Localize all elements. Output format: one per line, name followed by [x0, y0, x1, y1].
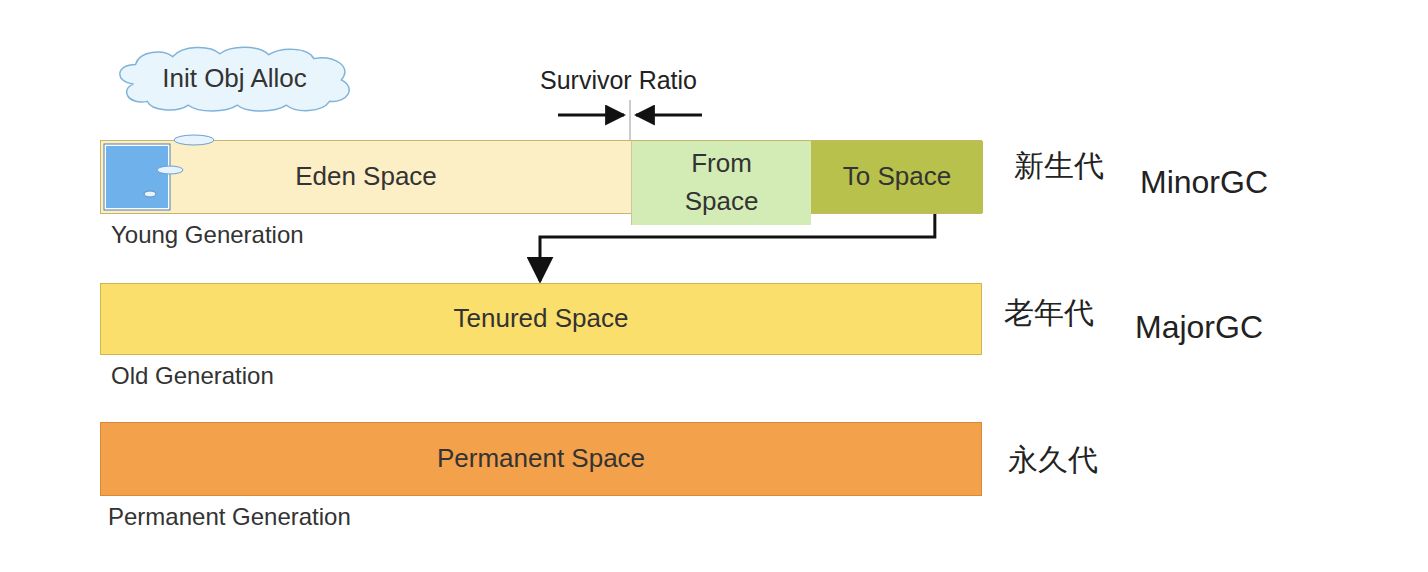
text-holder: Permanent Space — [101, 423, 981, 495]
eden-space: Eden Space — [101, 141, 631, 213]
text-holder: From Space — [632, 141, 811, 225]
space-label: Eden Space — [295, 158, 437, 196]
ratio-arrow — [558, 114, 624, 117]
ratio-tick — [630, 100, 631, 140]
text-holder: Init Obj Alloc — [112, 45, 357, 113]
text-holder: Eden Space — [101, 141, 631, 213]
generation-heading: Permanent Generation — [108, 503, 351, 531]
to-space: To Space — [811, 141, 983, 213]
tenured-space: Tenured SpaceOld Generation — [100, 283, 982, 355]
callout-cloud: Init Obj Alloc — [112, 45, 357, 113]
text-holder: Tenured Space — [101, 284, 981, 354]
space-label: To Space — [843, 158, 951, 196]
bubble — [144, 191, 156, 197]
generation-heading: Old Generation — [111, 362, 274, 390]
generation-name: 永久代 — [1008, 440, 1098, 481]
space-label: Permanent Space — [437, 440, 645, 478]
text-holder: To Space — [811, 141, 983, 213]
gc-name: MinorGC — [1140, 164, 1268, 201]
ratio-label: Survivor Ratio — [540, 66, 697, 95]
generation-name: 老年代 — [1004, 293, 1094, 334]
ratio-arrow — [636, 114, 702, 117]
generation-name: 新生代 — [1014, 146, 1104, 187]
space-label: Init Obj Alloc — [162, 60, 307, 98]
bubble — [174, 135, 214, 145]
generation-heading: Young Generation — [111, 221, 304, 249]
bubble — [157, 166, 183, 174]
cloud-shape — [120, 47, 349, 111]
from-space: From Space — [631, 141, 811, 225]
space-label: From Space — [667, 145, 777, 220]
permanent-space: Permanent SpacePermanent Generation — [100, 422, 982, 496]
object-outline — [104, 144, 170, 210]
space-label: Tenured Space — [454, 300, 629, 338]
gc-name: MajorGC — [1135, 309, 1263, 346]
young-generation-band: Young GenerationEden SpaceFrom SpaceTo S… — [100, 140, 982, 214]
object-block — [105, 145, 169, 209]
